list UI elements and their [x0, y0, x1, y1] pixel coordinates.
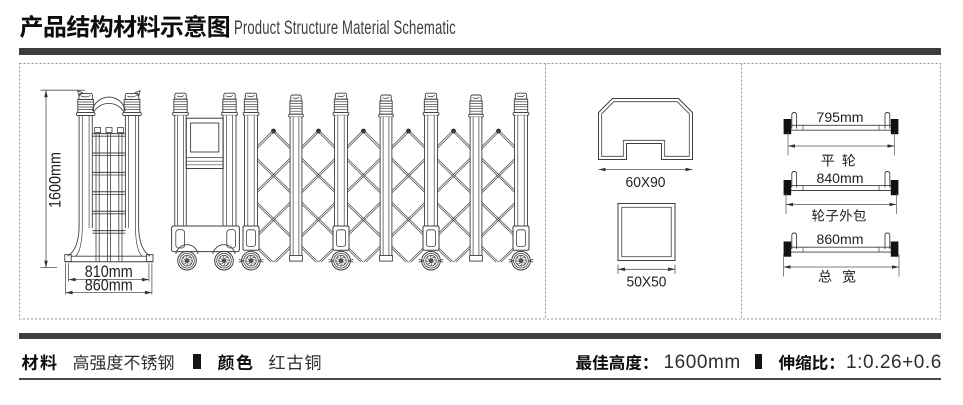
axle-wheel-wrap: 840mm [783, 170, 899, 222]
footer-separator-left [193, 353, 201, 369]
front-view-drawing: 1600mm 810mm 860mm [40, 89, 154, 295]
front-inner-width-label: 810mm [85, 263, 133, 281]
extended-gate-drawing [169, 92, 534, 271]
front-height-label: 1600mm [46, 152, 65, 208]
top-divider-bar [19, 48, 941, 55]
bottom-divider-bar [19, 333, 941, 339]
axle-flat-wheel: 795mm [783, 109, 899, 167]
ratio-value: 1:0.26+0.6 [846, 351, 942, 373]
axle-label-0 [821, 153, 856, 167]
best-height-value: 1600mm [663, 351, 741, 373]
wheeled-post [238, 92, 264, 271]
axle-label-2 [818, 269, 856, 283]
rail-profile-label: 60X90 [626, 175, 666, 191]
wheeled-post [328, 92, 354, 271]
page-title-zh [20, 14, 230, 38]
post-profile-label: 50X50 [627, 275, 667, 291]
axle-total-width: 860mm [783, 231, 900, 283]
wheeled-post [418, 92, 444, 271]
plain-post [288, 94, 304, 262]
footer-rule [19, 378, 941, 381]
axle-value-1: 840mm [817, 170, 864, 186]
axle-value-0: 795mm [817, 109, 864, 125]
footer-separator-right [754, 353, 762, 369]
axle-value-2: 860mm [817, 231, 864, 247]
page-title [19, 12, 235, 47]
plain-post [468, 94, 484, 262]
page-subtitle: Product Structure Material Schematic [234, 17, 456, 40]
axle-label-1 [812, 209, 866, 222]
front-outer-width-label: 860mm [85, 276, 133, 294]
head-carriage [169, 92, 242, 271]
diagram-dashed-border [19, 63, 941, 320]
profile-60x90: 60X90 [598, 98, 693, 191]
profile-50x50: 50X50 [617, 203, 676, 291]
plain-post [378, 94, 394, 262]
wheeled-post [508, 92, 534, 271]
